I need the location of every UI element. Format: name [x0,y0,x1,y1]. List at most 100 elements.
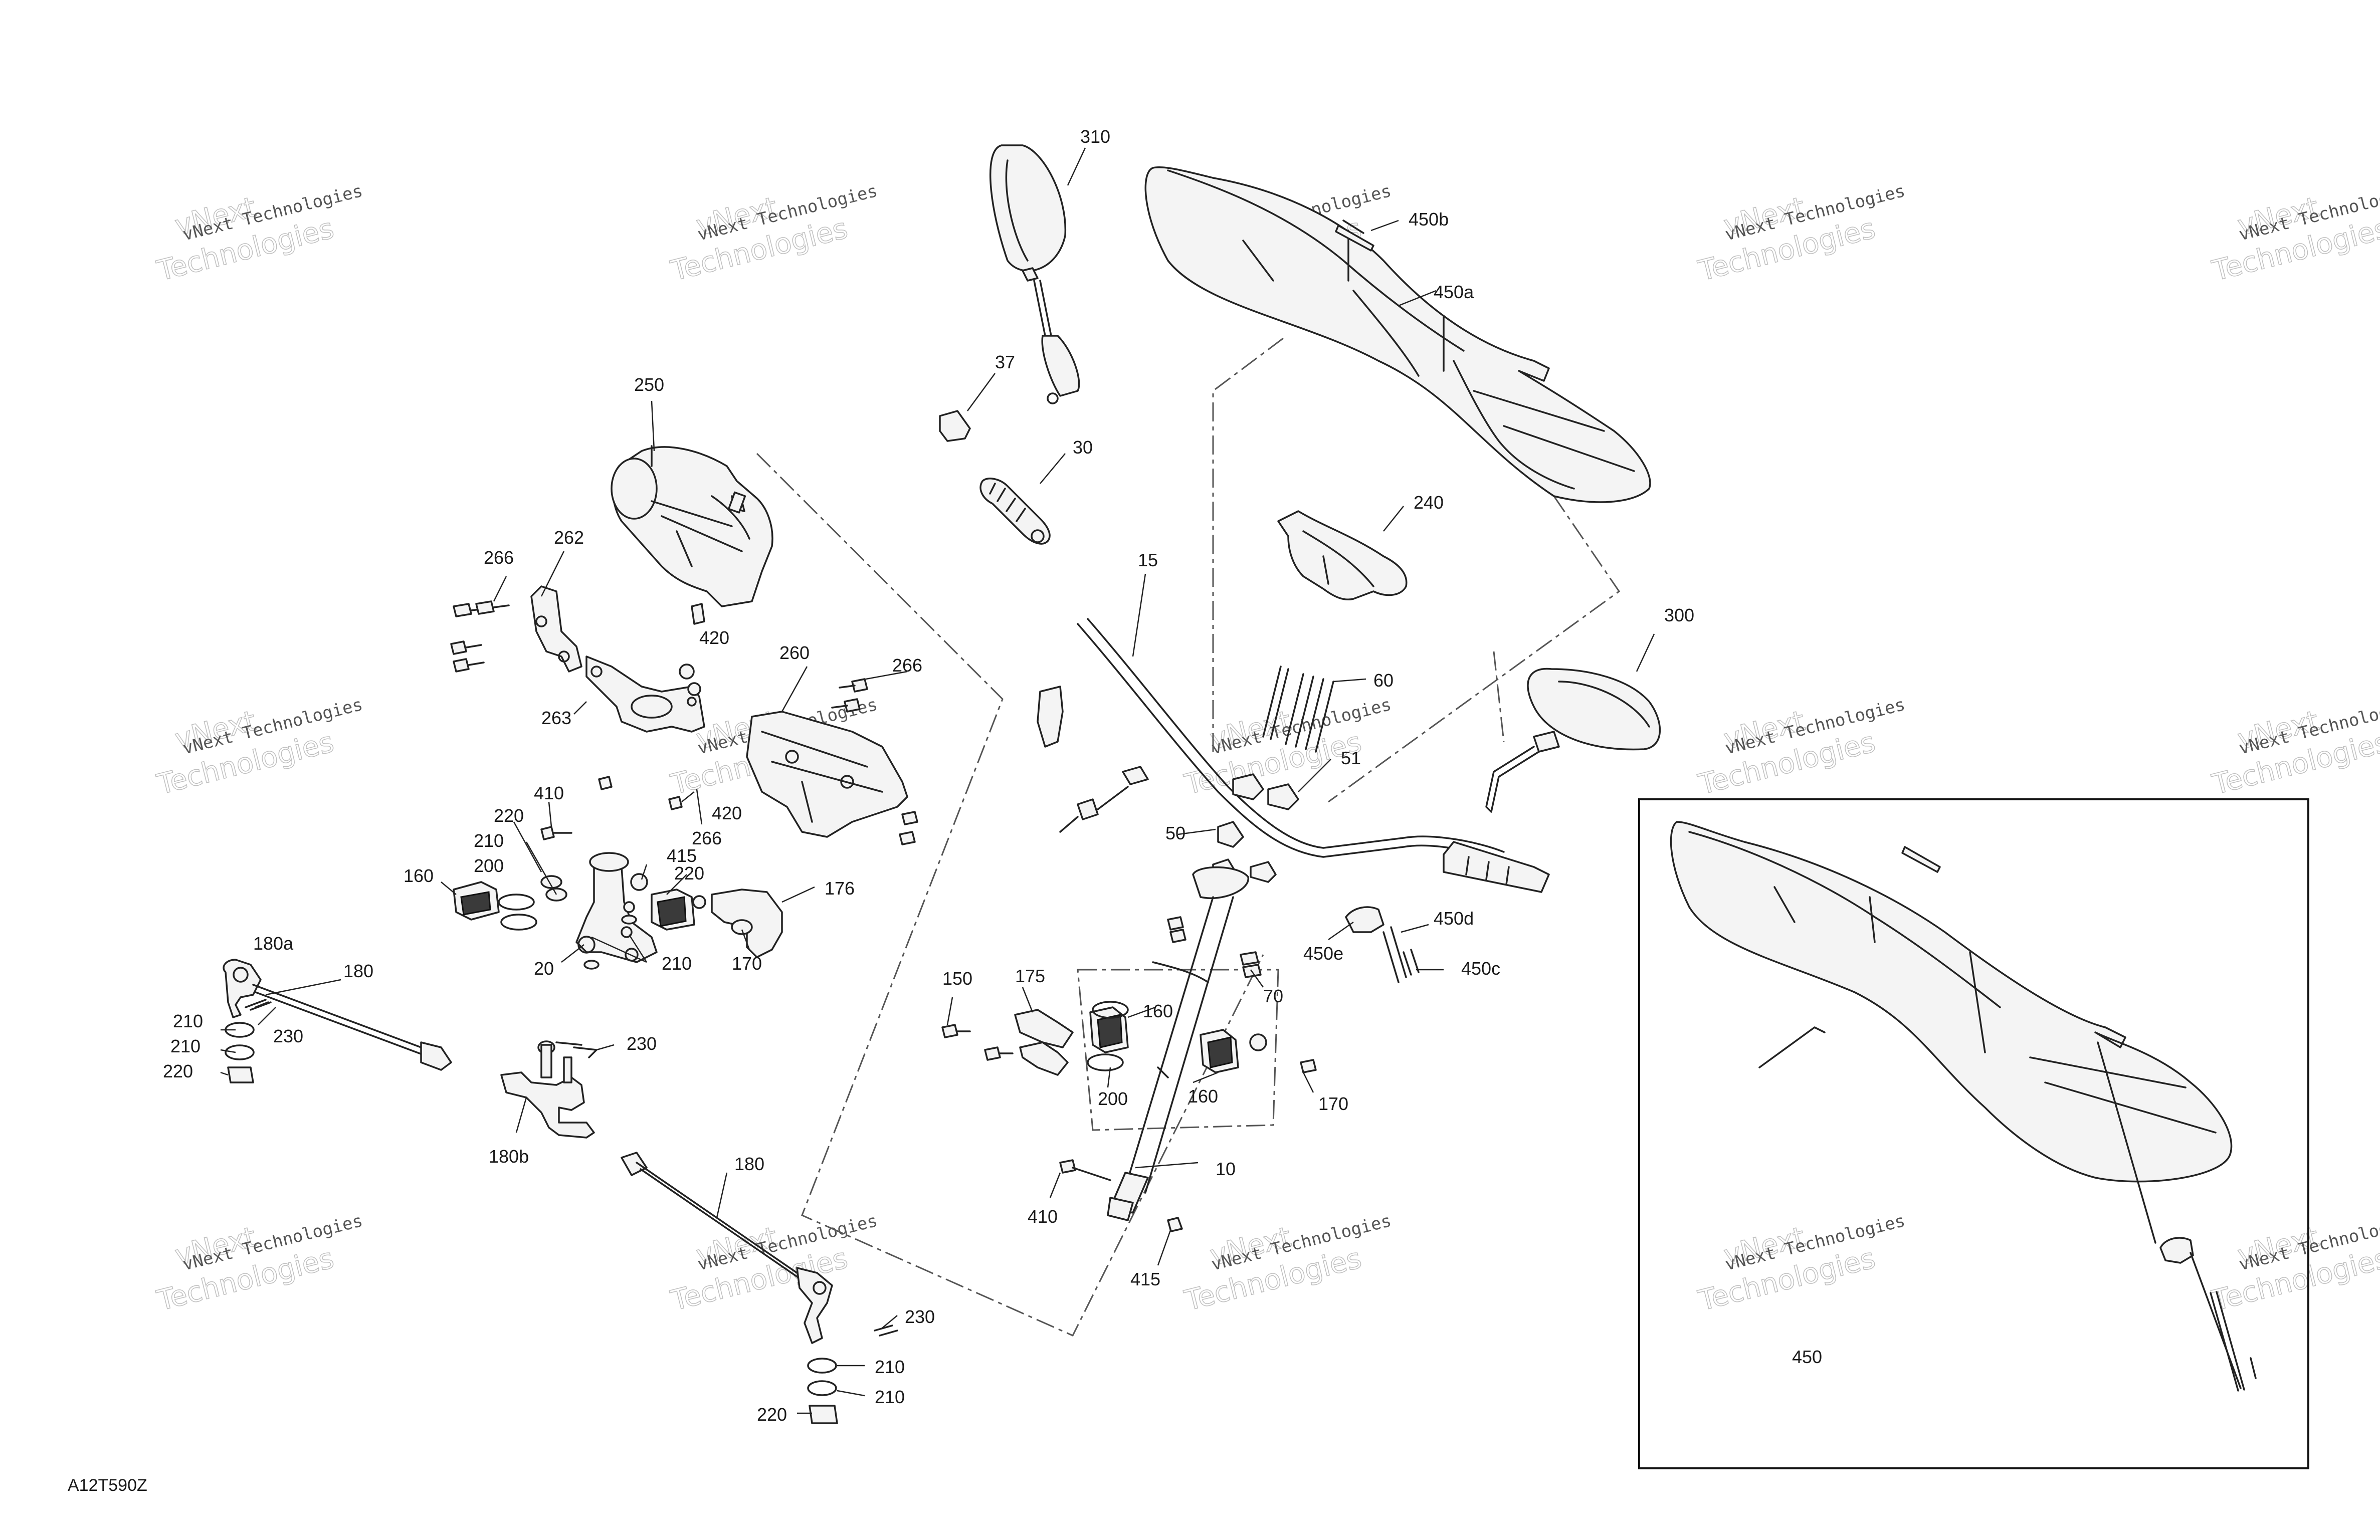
bolts-60 [1262,666,1334,753]
callout-415-a: 415 [667,845,697,866]
callout-numbers: 310 450b 450a 37 30 250 240 15 262 266 4… [163,126,1822,1425]
drawing-code: A12T590Z [68,1476,147,1495]
bolt-410-415-lower [1059,1159,1183,1232]
grip-30 [979,478,1051,545]
mirror-300 [1485,668,1661,813]
callout-180-lower: 180 [734,1154,764,1174]
steering-column-10 [1107,866,1249,1221]
mirror-left [989,144,1080,404]
callout-200-a: 200 [474,855,504,876]
watermark: vNext Technologies vNext Technologies [1695,1211,1907,1318]
bar-end-37 [939,410,971,442]
callout-220-b: 220 [674,863,704,884]
callout-300: 300 [1664,605,1694,625]
callout-200-b: 200 [1098,1088,1128,1109]
callout-210-d: 210 [170,1036,201,1056]
callout-450b: 450b [1409,209,1449,230]
hand-guard [1144,166,1651,503]
callout-450c: 450c [1461,958,1500,979]
callout-266-b: 266 [892,655,922,676]
rings-200-210 [498,875,567,931]
callout-20: 20 [534,958,554,979]
washers-bottom [807,1325,898,1424]
callout-160-c: 160 [1188,1086,1218,1107]
clamp-450e [1345,906,1407,983]
inset-panel-450 [1638,798,2309,1469]
callout-450d: 450d [1434,908,1474,929]
callout-210-f: 210 [875,1387,905,1407]
watermark: vNext Technologies vNext Technologies [2209,1211,2380,1318]
tie-rod-center-180b [500,1040,598,1139]
inset-label-450: 450 [1792,1347,1822,1367]
callout-210-a: 210 [474,830,504,851]
nuts-150-170 [941,1024,1317,1078]
callout-220-d: 220 [757,1404,787,1425]
callout-420-a: 420 [699,627,729,648]
watermark: vNext Technologies vNext Technologies [2209,695,2380,802]
callout-50: 50 [1165,823,1185,843]
callout-266-c: 266 [692,828,722,848]
clip-set-top [1059,766,1149,833]
watermark: vNext Technologies vNext Technologies [1695,695,1907,802]
callout-220-a: 220 [494,805,524,826]
callout-180-upper: 180 [343,961,373,981]
screws-450c [1403,949,1420,976]
callout-30: 30 [1073,437,1093,458]
callout-15: 15 [1138,550,1158,570]
callout-70: 70 [1263,986,1283,1006]
trim-strip-450b [1335,225,1374,252]
callout-420-b: 420 [712,803,742,823]
watermark: vNext Technologies vNext Technologies [1695,181,1907,288]
callout-210-c: 210 [173,1011,203,1031]
callout-210-b: 210 [662,953,692,974]
watermark: vNext Technologies vNext Technologies [667,181,880,288]
callout-176: 176 [825,878,855,899]
callout-220-c: 220 [163,1061,193,1081]
callout-263: 263 [541,708,571,728]
watermark: vNext Technologies vNext Technologies [153,1211,365,1318]
callout-415-b: 415 [1130,1269,1160,1289]
callout-150: 150 [942,968,972,989]
callout-160-b: 160 [1143,1001,1173,1021]
callout-230-a: 230 [273,1026,303,1046]
assembly-dashed-outlines [756,337,1621,1337]
callout-260: 260 [779,642,810,663]
callout-210-e: 210 [875,1357,905,1377]
callout-450e: 450e [1303,943,1343,964]
leader-lines [220,147,1655,1414]
bracket-176 [692,889,783,958]
callout-51: 51 [1341,748,1361,768]
bracket-262 [530,585,582,673]
callout-160-a: 160 [404,865,434,886]
callout-266-a: 266 [484,547,514,568]
bolts-group [450,600,918,845]
watermark: vNext Technologies vNext Technologies [153,695,365,802]
callout-37: 37 [995,352,1015,372]
column-bushings-160 [1087,1001,1239,1073]
callout-262: 262 [554,527,584,548]
callout-175: 175 [1015,966,1045,986]
handlebar-15 [1077,618,1550,893]
callout-250: 250 [634,374,664,395]
callout-230-c: 230 [905,1306,935,1327]
callout-180b: 180b [489,1146,529,1167]
bushing-clamp-right [583,873,695,970]
tie-rod-end-180a [223,959,452,1071]
callout-410-b: 410 [1028,1206,1058,1227]
watermark: vNext Technologies vNext Technologies [667,1211,880,1318]
callout-450a: 450a [1434,282,1474,302]
callout-310: 310 [1080,126,1110,147]
callout-180a: 180a [253,933,294,954]
watermark: vNext Technologies vNext Technologies [153,181,365,288]
watermark: vNext Technologies vNext Technologies [2209,181,2380,288]
bracket-263 [585,655,705,733]
washers-left [225,1022,255,1083]
tie-rod-180-lower [621,1152,833,1344]
callout-410-a: 410 [534,783,564,803]
callout-10: 10 [1216,1159,1236,1179]
callout-230-b: 230 [627,1033,657,1054]
power-steering-unit-250 [611,445,773,625]
watermark: vNext Technologies vNext Technologies [1181,1211,1394,1318]
pitman-arm-20 [575,852,658,963]
